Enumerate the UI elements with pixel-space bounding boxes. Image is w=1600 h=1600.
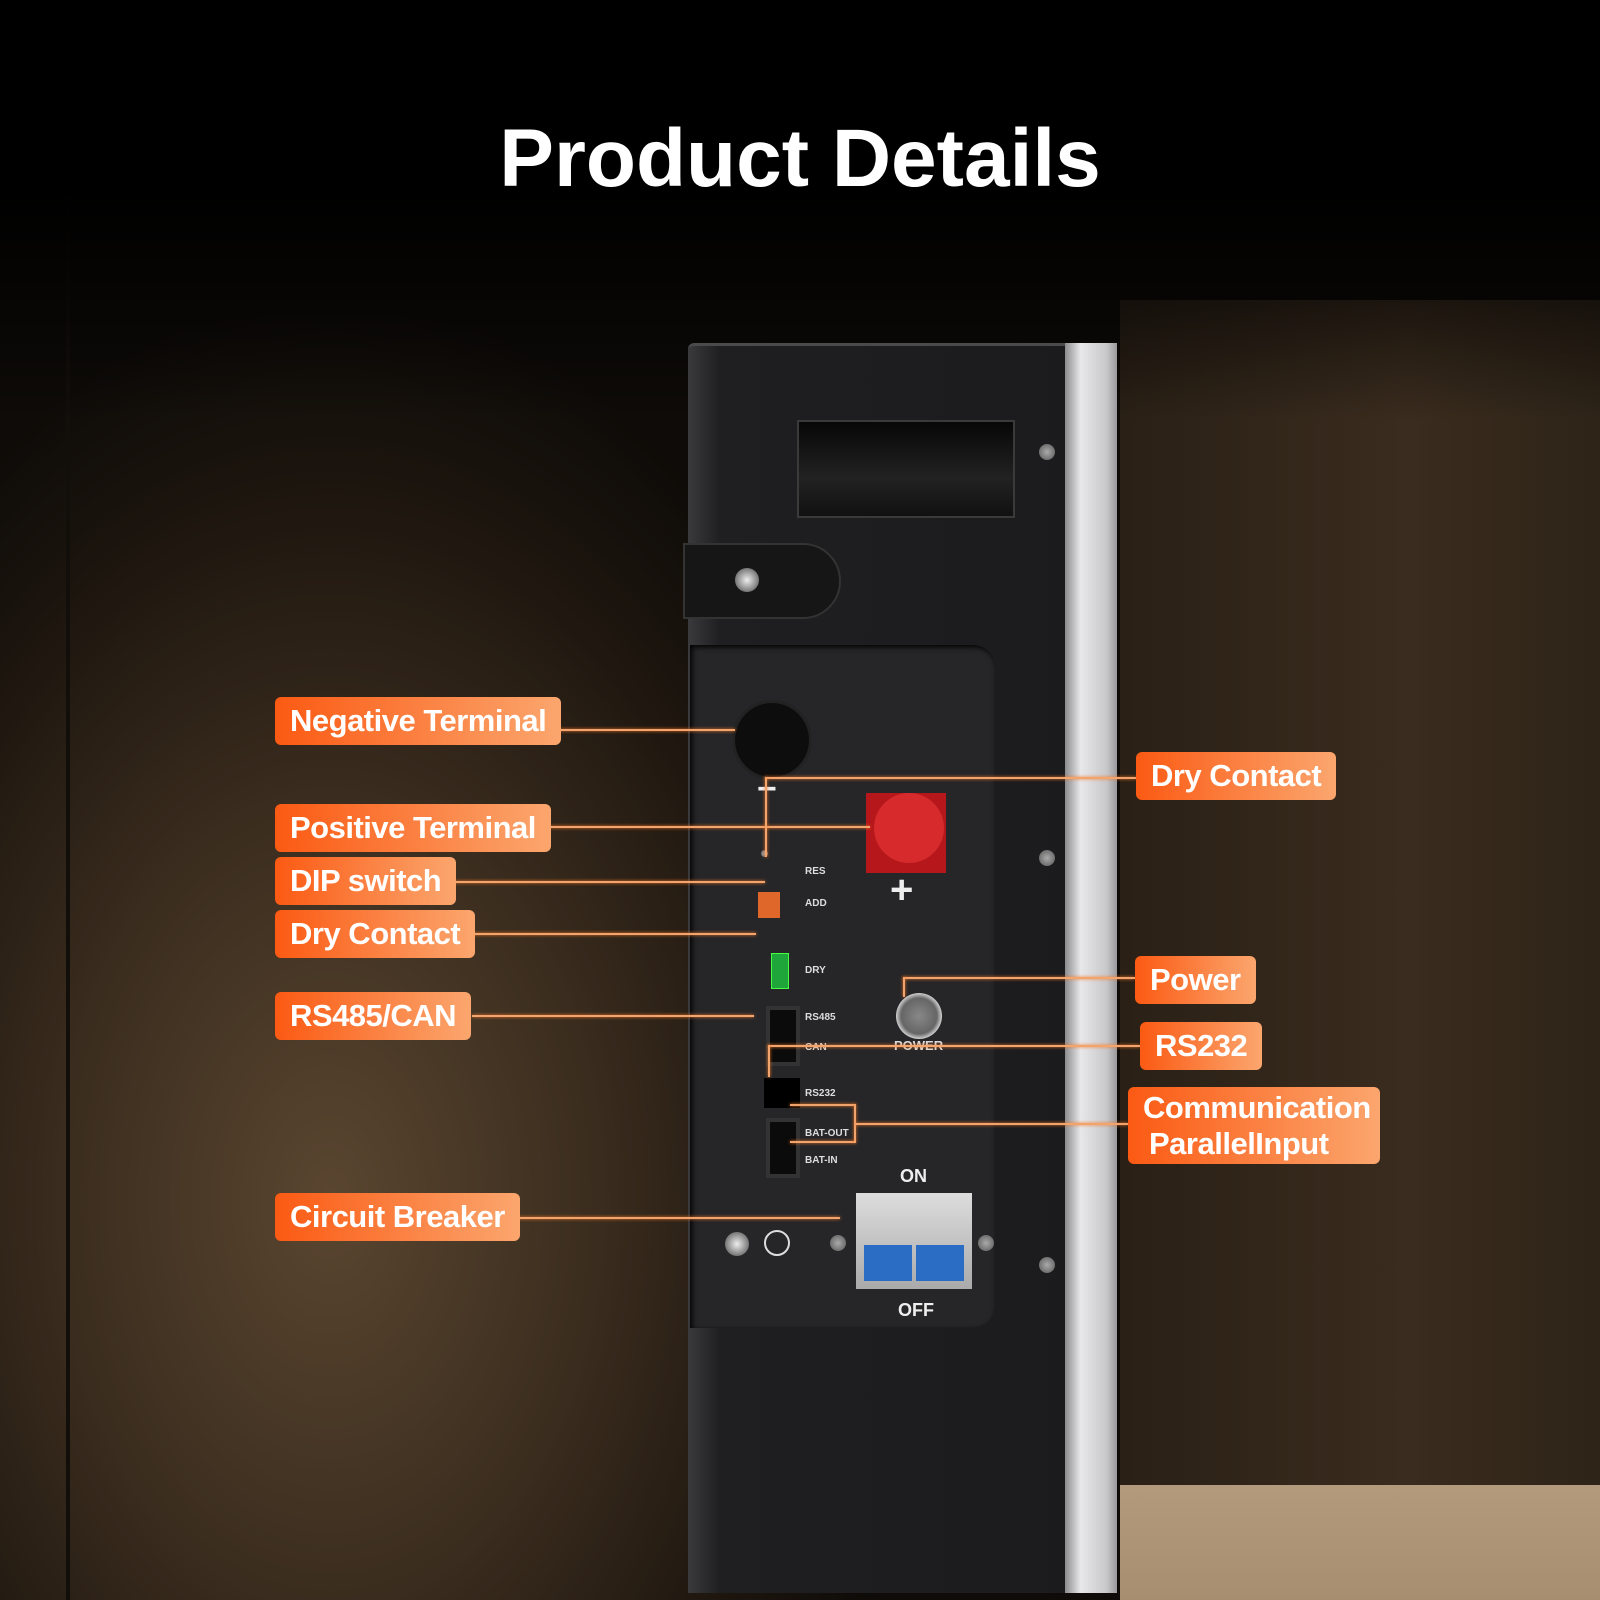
leader-line-bracket-bottom bbox=[790, 1141, 855, 1143]
bracket-bolt bbox=[735, 568, 759, 592]
leader-line-rs485 bbox=[472, 1015, 754, 1017]
wall-edge bbox=[66, 0, 70, 1600]
reset-button bbox=[761, 850, 768, 857]
dry-contact-connector bbox=[771, 953, 789, 989]
power-button bbox=[896, 993, 942, 1039]
leader-line-bracket-top bbox=[790, 1104, 855, 1106]
carry-handle bbox=[797, 420, 1015, 518]
screw bbox=[978, 1235, 994, 1251]
label-rs485-can: RS485/CAN bbox=[275, 992, 472, 1040]
rs485-marking: RS485 bbox=[805, 1012, 836, 1023]
leader-line-power-drop bbox=[903, 977, 905, 997]
label-communication-line2: ParallelInput bbox=[1149, 1126, 1329, 1161]
leader-line-power bbox=[903, 977, 1135, 979]
leader-line-rs232 bbox=[768, 1045, 1140, 1047]
label-power: Power bbox=[1135, 956, 1256, 1004]
leader-line-positive bbox=[548, 826, 870, 828]
leader-line-dry-left bbox=[466, 933, 756, 935]
bat-out-marking: BAT-OUT bbox=[805, 1128, 849, 1139]
label-dry-contact-left: Dry Contact bbox=[275, 910, 476, 958]
res-marking: RES bbox=[805, 866, 826, 877]
bat-parallel-port bbox=[766, 1118, 800, 1178]
background-wall bbox=[1120, 300, 1600, 1485]
page-title: Product Details bbox=[499, 113, 1101, 204]
positive-terminal bbox=[866, 793, 946, 873]
rs232-port bbox=[764, 1078, 800, 1108]
bat-in-marking: BAT-IN bbox=[805, 1155, 838, 1166]
label-communication: Communication ParallelInput bbox=[1128, 1087, 1380, 1164]
breaker-switch bbox=[864, 1245, 912, 1281]
leader-line-negative bbox=[557, 729, 735, 731]
screw bbox=[1039, 444, 1055, 460]
screw bbox=[830, 1235, 846, 1251]
label-dip-switch: DIP switch bbox=[275, 857, 457, 905]
leader-line-rs232-drop bbox=[768, 1045, 770, 1077]
leader-line-breaker bbox=[515, 1217, 840, 1219]
circuit-breaker bbox=[856, 1193, 972, 1289]
screw bbox=[1039, 1257, 1055, 1273]
negative-terminal bbox=[735, 703, 809, 777]
on-marking: ON bbox=[900, 1166, 927, 1186]
plus-marking: + bbox=[890, 868, 914, 912]
leader-line-communication bbox=[855, 1123, 1128, 1125]
cabinet-side-strip bbox=[1065, 343, 1117, 1593]
rs485-can-port bbox=[766, 1006, 800, 1066]
add-marking: ADD bbox=[805, 898, 827, 909]
dip-switch bbox=[758, 892, 780, 918]
mounting-bracket bbox=[683, 543, 841, 619]
ground-bolt bbox=[725, 1232, 749, 1256]
ground-icon bbox=[764, 1230, 790, 1256]
label-communication-line1: Communication bbox=[1143, 1090, 1371, 1125]
floor bbox=[1120, 1485, 1600, 1600]
can-marking: CAN bbox=[805, 1042, 827, 1053]
off-marking: OFF bbox=[898, 1300, 934, 1320]
leader-line-dry-right-drop bbox=[765, 777, 767, 857]
breaker-switch bbox=[916, 1245, 964, 1281]
screw bbox=[1039, 850, 1055, 866]
label-circuit-breaker: Circuit Breaker bbox=[275, 1193, 520, 1241]
dry-marking: DRY bbox=[805, 965, 826, 976]
label-negative-terminal: Negative Terminal bbox=[275, 697, 562, 745]
rs232-marking: RS232 bbox=[805, 1088, 836, 1099]
label-positive-terminal: Positive Terminal bbox=[275, 804, 551, 852]
leader-line-dry-right bbox=[765, 777, 1136, 779]
leader-line-dip bbox=[443, 881, 765, 883]
label-dry-contact-right: Dry Contact bbox=[1136, 752, 1337, 800]
label-rs232: RS232 bbox=[1140, 1022, 1263, 1070]
